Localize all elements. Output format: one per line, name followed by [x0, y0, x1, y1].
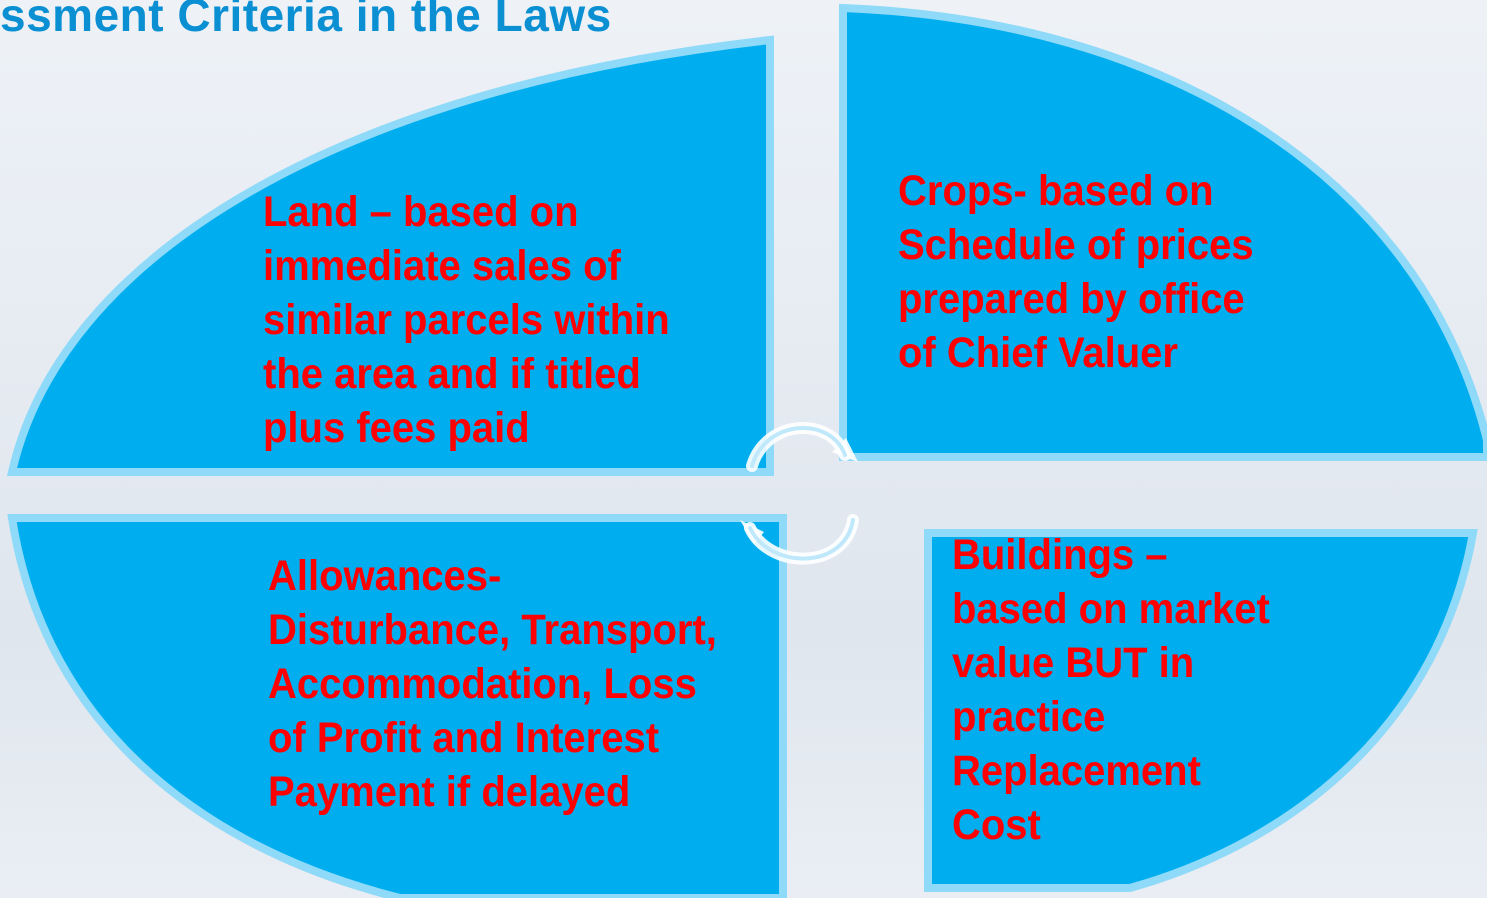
quadrant-crops: [839, 3, 1487, 461]
allowances-criteria-text: Allowances- Disturbance, Transport, Acco…: [268, 552, 717, 816]
quadrant-land: [6, 35, 774, 476]
land-criteria-text: Land – based on immediate sales of simil…: [263, 188, 670, 452]
cycle-arrow-bottom: [740, 514, 859, 565]
quadrant-allowances: [7, 514, 787, 898]
cycle-arrow-top: [746, 421, 858, 472]
crops-criteria-text: Crops- based on Schedule of prices prepa…: [898, 167, 1254, 377]
slide-title: ssment Criteria in the Laws: [0, 0, 612, 41]
quadrant-buildings: [924, 529, 1478, 892]
buildings-criteria-text: Buildings – based on market value BUT in…: [952, 531, 1270, 849]
